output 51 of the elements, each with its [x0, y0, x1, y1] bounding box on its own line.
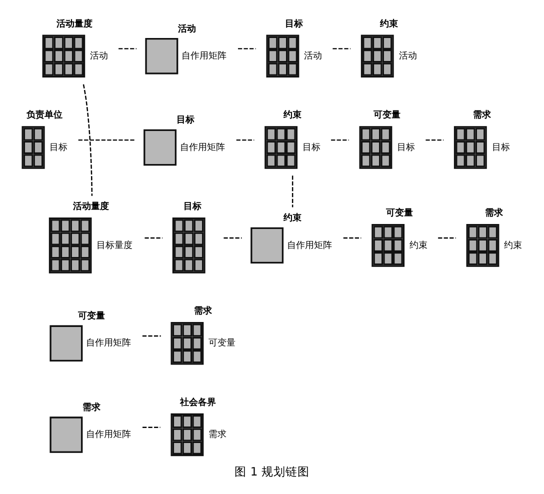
node-label: 目标: [50, 142, 68, 152]
connector: [224, 236, 242, 238]
node-label: 活动: [90, 50, 108, 61]
connector: [343, 236, 362, 238]
connector: [144, 236, 162, 238]
node-label: 需求: [472, 110, 491, 120]
node-label: 目标量度: [96, 240, 133, 250]
node-label: 目标: [397, 142, 416, 152]
node-label: 活动: [304, 50, 322, 61]
node-label: 需求: [194, 306, 212, 316]
node-label: 可变量: [374, 110, 401, 120]
node-label: 活动量度: [72, 202, 109, 212]
connector: [142, 334, 161, 336]
node-label: 负责单位: [26, 110, 62, 120]
node-label: 约束: [409, 240, 428, 250]
node-label: 活动: [398, 50, 417, 61]
connector: [82, 84, 93, 196]
node-label: 目标: [176, 115, 195, 126]
node-label: 活动量度: [56, 18, 93, 29]
node-label: 约束: [504, 240, 522, 250]
node-label: 活动: [178, 24, 196, 34]
node-label: 可变量: [78, 311, 106, 322]
node-label: 可变量: [208, 338, 236, 348]
node-label: 目标: [492, 142, 510, 152]
connector: [331, 138, 349, 140]
connector: [142, 426, 160, 428]
node-label: 约束: [284, 110, 302, 120]
connector: [236, 138, 254, 140]
node-label: 需求: [485, 208, 504, 218]
node-label: 可变量: [386, 208, 414, 218]
node-label: 自作用矩阵: [286, 240, 332, 250]
connector: [438, 236, 456, 238]
node-label: 约束: [380, 18, 398, 29]
node-label: 需求: [208, 430, 227, 440]
node-label: 自作用矩阵: [86, 338, 131, 348]
connector: [426, 138, 444, 140]
caption: 图 1 规划链图: [234, 464, 310, 478]
node-label: 自作用矩阵: [180, 142, 225, 152]
node-label: 约束: [284, 213, 302, 224]
connector: [332, 48, 350, 49]
connector: [118, 48, 137, 49]
node-label: 社会各界: [180, 397, 216, 408]
connector: [78, 138, 135, 140]
node-label: 目标: [285, 18, 304, 29]
node-label: 自作用矩阵: [181, 50, 226, 61]
node-label: 目标: [184, 202, 202, 212]
connector: [238, 48, 256, 49]
node-label: 目标: [302, 142, 320, 152]
node-label: 需求: [82, 402, 101, 412]
connector: [292, 175, 294, 207]
node-label: 自作用矩阵: [86, 430, 131, 440]
